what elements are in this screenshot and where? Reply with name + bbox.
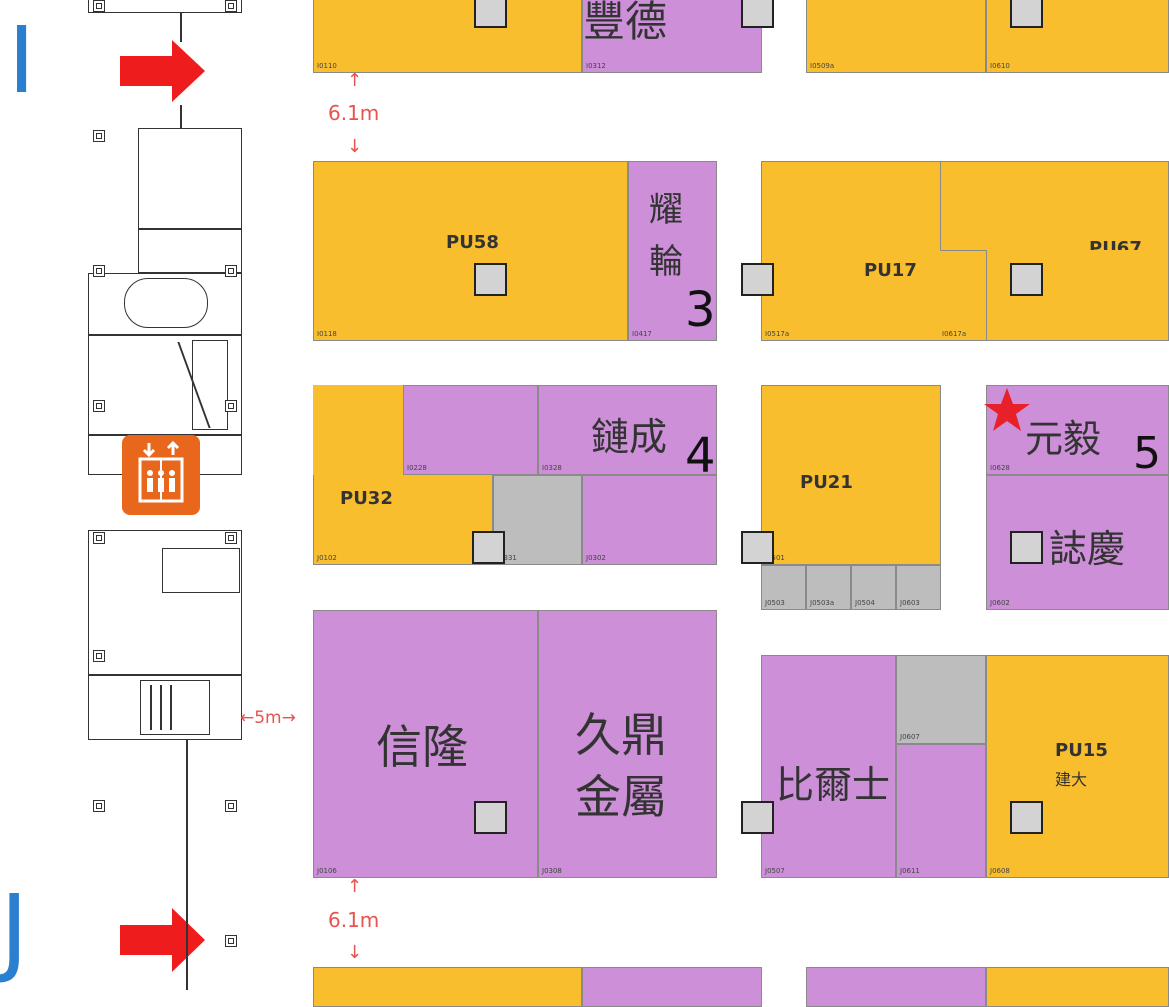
- exhibitor-name: 鏈成: [591, 415, 668, 459]
- booth-code: I0118: [317, 330, 337, 338]
- booth-code: J0503: [765, 599, 785, 607]
- aisle-width-label: 6.1m: [328, 101, 380, 125]
- booth-j0501[interactable]: PU21 J0501: [761, 385, 941, 565]
- zone-number: 3: [685, 282, 716, 338]
- booth-code: I0509a: [810, 62, 835, 70]
- booth-bottom-1[interactable]: [313, 967, 582, 1007]
- booth-j0106[interactable]: 信隆 J0106: [313, 610, 538, 878]
- booth-j0503a[interactable]: J0503a: [806, 565, 851, 610]
- booth-j0611[interactable]: J0611: [896, 744, 986, 878]
- booth-code: J0503a: [810, 599, 835, 607]
- booth-j0507[interactable]: 比爾士 J0507: [761, 655, 896, 878]
- elevator-icon: [122, 435, 200, 515]
- zone-number: 5: [1133, 428, 1161, 479]
- zone-number: 4: [685, 428, 716, 484]
- aisle-width-label: 6.1m: [328, 908, 380, 932]
- booth-j0504[interactable]: J0504: [851, 565, 896, 610]
- booth-j0302[interactable]: J0302: [582, 475, 717, 565]
- booth-i0628[interactable]: 元毅 5 I0628: [986, 385, 1169, 479]
- pillar: [741, 263, 774, 296]
- booth-code: I0610: [990, 62, 1010, 70]
- booth-code: I0617a: [942, 330, 967, 338]
- pillar: [1010, 263, 1043, 296]
- booth-code: J0603: [900, 599, 920, 607]
- booth-sublabel: 建大: [1055, 770, 1088, 789]
- booth-code: J0102: [317, 554, 337, 562]
- booth-code: I0417: [632, 330, 652, 338]
- pillar: [741, 0, 774, 28]
- star-icon: [984, 388, 1030, 431]
- booth-i0509a[interactable]: I0509a: [806, 0, 986, 73]
- pillar: [474, 0, 507, 28]
- exhibitor-name: 信隆: [376, 720, 468, 774]
- booth-code: J0501: [765, 554, 785, 562]
- booth-i0228[interactable]: I0228: [403, 385, 538, 475]
- pillar: [472, 531, 505, 564]
- booth-code: J0504: [855, 599, 875, 607]
- booth-i0417[interactable]: 耀 輪 3 I0417: [628, 161, 717, 341]
- booth-i0118[interactable]: PU58 I0118: [313, 161, 628, 341]
- booth-j0503[interactable]: J0503: [761, 565, 806, 610]
- booth-i0312[interactable]: 豐德 I0312: [582, 0, 762, 73]
- exhibitor-name-line2: 輪: [649, 242, 683, 282]
- pillar: [474, 263, 507, 296]
- corridor-width-label: ←5m→: [240, 708, 296, 728]
- exhibitor-name-line1: 久鼎: [575, 708, 667, 762]
- red-arrow-icon: [120, 908, 205, 972]
- pillar: [1010, 0, 1043, 28]
- booth-i0328[interactable]: 鏈成 4 I0328: [538, 385, 717, 484]
- booth-label: PU58: [446, 232, 499, 253]
- booth-label: PU21: [800, 472, 853, 493]
- booth-code: J0602: [990, 599, 1010, 607]
- booth-code: I0228: [407, 464, 427, 472]
- dimension-arrow-down: ↓: [347, 942, 363, 963]
- booth-code: I0331: [497, 554, 517, 562]
- red-arrow-icon: [120, 40, 205, 102]
- booth-code: I0517a: [765, 330, 790, 338]
- booth-bottom-3[interactable]: [806, 967, 986, 1007]
- booth-code: I0628: [990, 464, 1010, 472]
- exhibitor-name-line2: 金屬: [575, 770, 667, 824]
- pillar: [741, 801, 774, 834]
- booth-code: I0312: [586, 62, 606, 70]
- row-label-i: I: [8, 7, 36, 114]
- dimension-arrow-up: ↑: [347, 70, 363, 91]
- exhibitor-name-line1: 耀: [649, 190, 683, 230]
- booth-bottom-4[interactable]: [986, 967, 1169, 1007]
- booth-i0617a[interactable]: PU67: [940, 161, 1169, 259]
- booth-code: J0611: [900, 867, 920, 875]
- booth-j0607[interactable]: J0607: [896, 655, 986, 744]
- booth-label: PU32: [340, 488, 393, 509]
- booth-j0608[interactable]: PU15 建大 J0608: [986, 655, 1169, 878]
- booth-code: J0302: [586, 554, 606, 562]
- pillar: [1010, 531, 1043, 564]
- dimension-arrow-up: ↑: [347, 876, 363, 897]
- booth-i0110[interactable]: I0110: [313, 0, 582, 73]
- pillar: [474, 801, 507, 834]
- booth-code: J0608: [990, 867, 1010, 875]
- booth-label: PU15: [1055, 740, 1108, 761]
- booth-i0331[interactable]: I0331: [493, 475, 582, 565]
- booth-bottom-2[interactable]: [582, 967, 762, 1007]
- exhibitor-name: 豐德: [583, 0, 668, 46]
- booth-code: J0308: [542, 867, 562, 875]
- exhibitor-name: 比爾士: [776, 763, 891, 807]
- booth-code: I0328: [542, 464, 562, 472]
- booth-label: PU17: [864, 260, 917, 281]
- booth-j0308[interactable]: 久鼎 金屬 J0308: [538, 610, 717, 878]
- booth-j0102-ext: [313, 385, 403, 475]
- booth-code: J0106: [317, 867, 337, 875]
- exhibitor-name: 誌慶: [1049, 527, 1126, 571]
- booth-code: J0507: [765, 867, 785, 875]
- pillar: [741, 531, 774, 564]
- exhibitor-name: 元毅: [1025, 417, 1102, 461]
- pillar: [1010, 801, 1043, 834]
- row-label-j: J: [0, 874, 29, 986]
- booth-code: I0110: [317, 62, 337, 70]
- booth-j0603[interactable]: J0603: [896, 565, 941, 610]
- booth-code: J0607: [900, 733, 920, 741]
- dimension-arrow-down: ↓: [347, 136, 363, 157]
